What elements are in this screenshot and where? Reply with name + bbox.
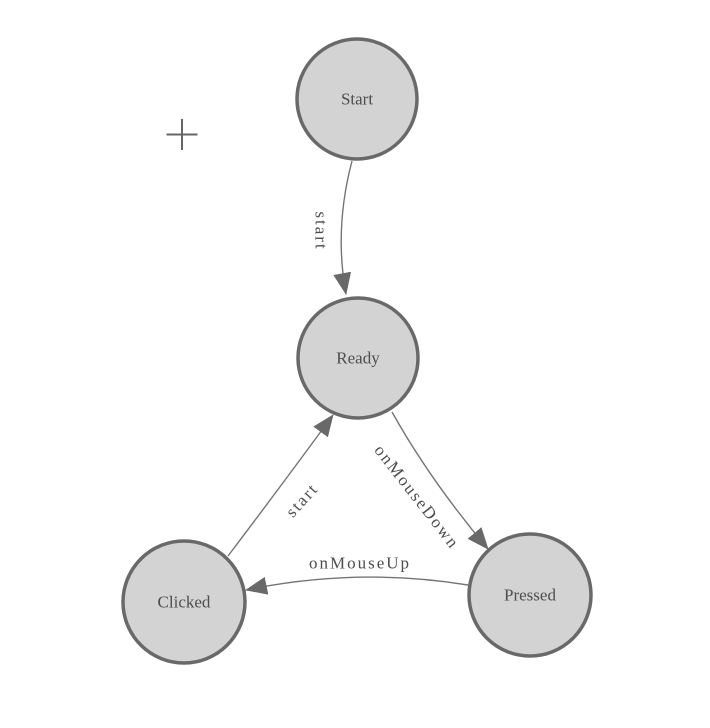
- state-label-pressed: Pressed: [504, 586, 556, 605]
- edge-label-pressed-to-clicked: onMouseUp: [309, 554, 411, 573]
- crosshair-cursor-icon: [166, 119, 198, 150]
- state-label-clicked: Clicked: [158, 593, 211, 612]
- edge-label-clicked-to-ready: start: [282, 479, 322, 521]
- state-label-start: Start: [341, 90, 373, 109]
- state-circle-pressed[interactable]: [467, 532, 593, 658]
- state-circle-ready[interactable]: [296, 296, 420, 420]
- state-node-clicked[interactable]: Clicked: [121, 539, 247, 665]
- transition-edge-pressed-to-clicked[interactable]: [245, 576, 469, 595]
- state-node-ready[interactable]: Ready: [296, 296, 420, 420]
- edge-label-ready-to-pressed: onMouseDown: [370, 441, 463, 553]
- state-node-start[interactable]: Start: [295, 37, 419, 161]
- state-node-pressed[interactable]: Pressed: [467, 532, 593, 658]
- transition-edge-start-to-ready[interactable]: [333, 160, 353, 295]
- state-label-ready: Ready: [336, 349, 380, 368]
- edge-label-start-to-ready: start: [312, 211, 331, 250]
- state-circle-start[interactable]: [295, 37, 419, 161]
- state-circle-clicked[interactable]: [121, 539, 247, 665]
- transition-edge-ready-to-pressed[interactable]: [391, 411, 489, 550]
- transition-edge-clicked-to-ready[interactable]: [227, 414, 334, 557]
